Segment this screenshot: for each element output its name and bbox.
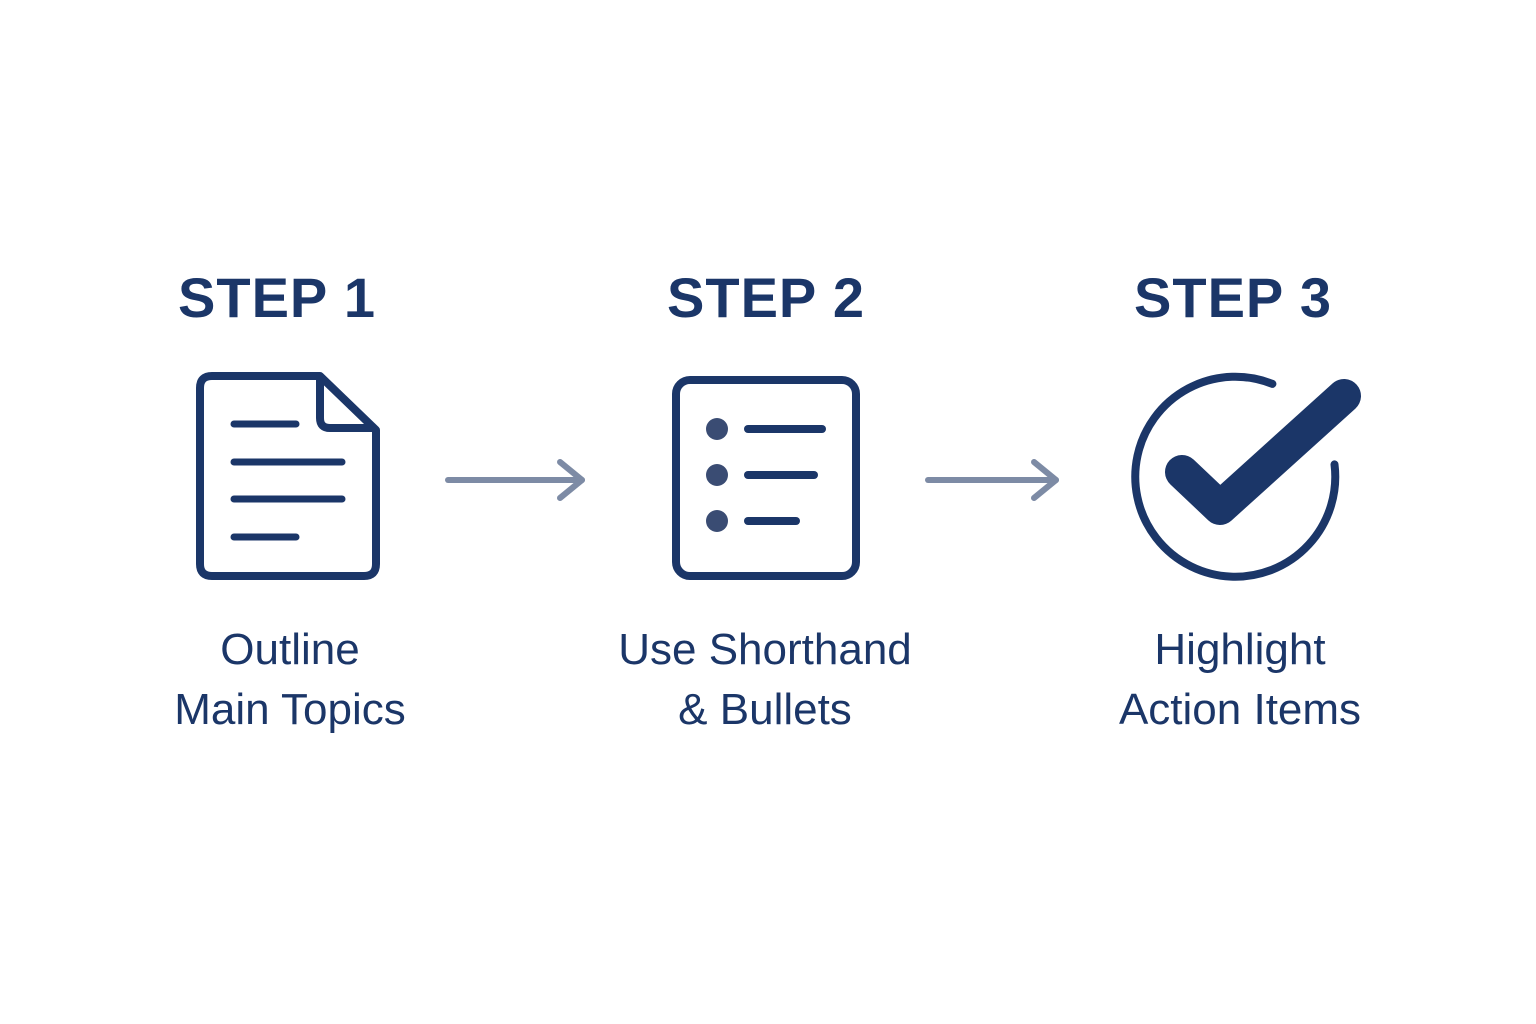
arrow-right-icon <box>925 459 1059 501</box>
step-1-caption-line-2: Main Topics <box>174 685 406 734</box>
bulleted-list-icon <box>672 376 860 580</box>
step-2-title: STEP 2 <box>667 266 865 329</box>
step-3-caption-line-2: Action Items <box>1118 685 1362 734</box>
step-2-caption-line-2: & Bullets <box>678 685 852 734</box>
step-1-caption-line-1: Outline <box>220 625 360 674</box>
document-icon <box>196 372 380 580</box>
step-3-title: STEP 3 <box>1134 266 1332 329</box>
step-1-title: STEP 1 <box>178 266 376 329</box>
step-1-caption: Outline Main Topics <box>90 620 490 740</box>
arrow-right-icon <box>445 459 585 501</box>
step-2-caption: Use Shorthand & Bullets <box>565 620 965 740</box>
checkmark-circle-icon <box>1131 372 1361 581</box>
step-3-caption: Highlight Action Items <box>1040 620 1440 740</box>
step-3-caption-line-1: Highlight <box>1154 625 1326 674</box>
step-2-caption-line-1: Use Shorthand <box>618 625 912 674</box>
